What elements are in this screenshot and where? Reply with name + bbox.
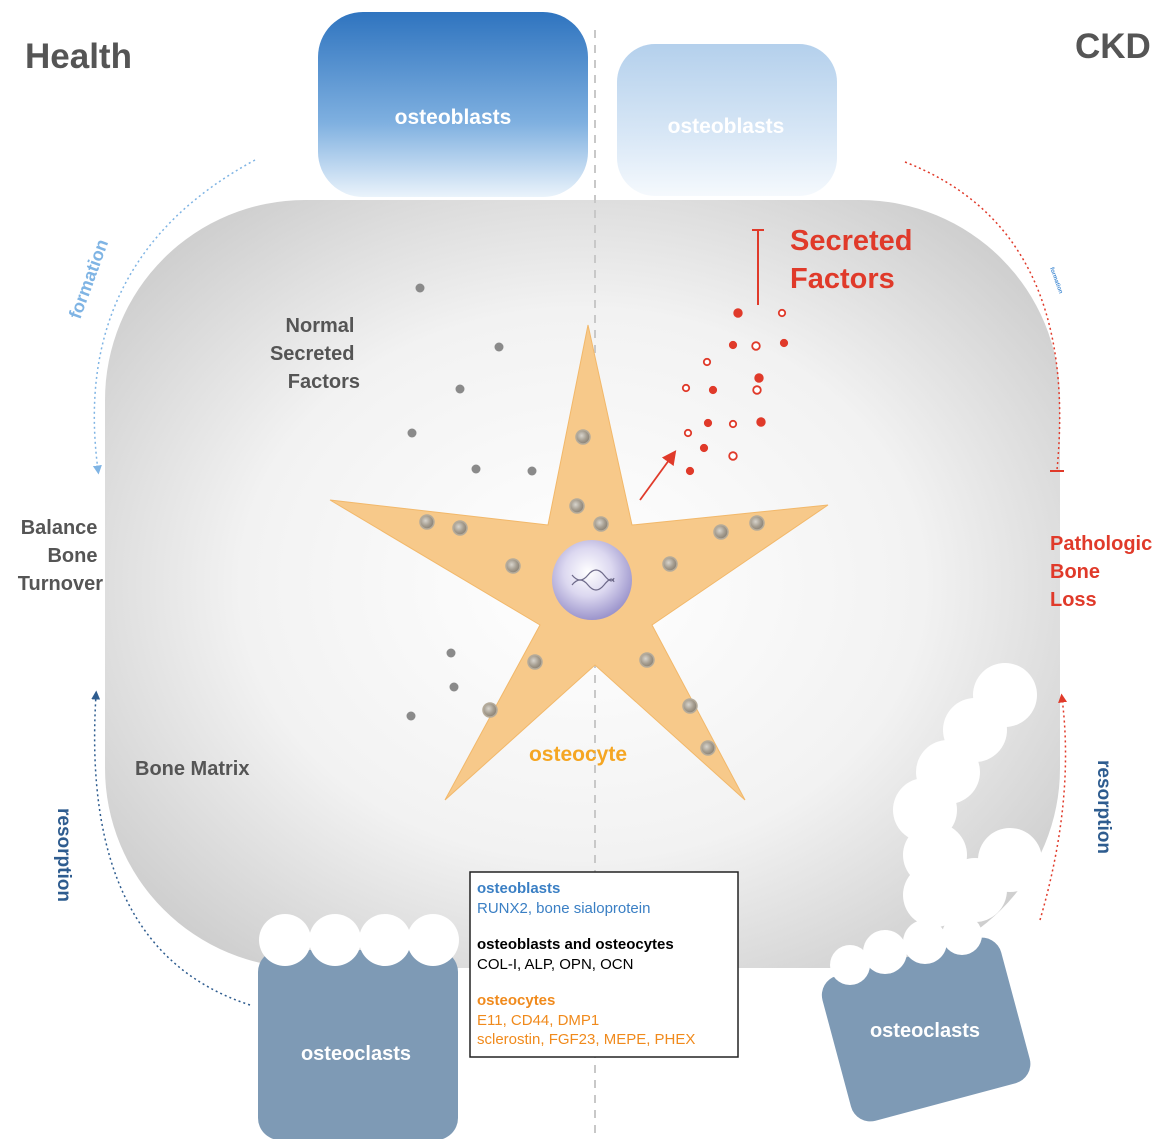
vesicle: [482, 702, 498, 718]
osteoblasts-right-label: osteoblasts: [668, 115, 785, 138]
resorption-pits: [893, 663, 1042, 927]
secreted-factors-label: Secreted Factors: [790, 225, 921, 295]
legend-group-title: osteoblasts and osteocytes: [477, 936, 674, 953]
vesicle: [749, 515, 765, 531]
resorption-arrow-right: [1039, 693, 1068, 921]
osteocyte-label: osteocyte: [529, 743, 627, 766]
vesicle: [713, 524, 729, 540]
vesicle: [682, 698, 698, 714]
secretion-arrow: [639, 450, 677, 501]
balance-label: Balance Bone Turnover: [18, 517, 103, 595]
ckd-factor-dot: [708, 385, 718, 395]
legend-group-line: RUNX2, bone sialoprotein: [477, 900, 650, 917]
osteoclast-left-bumps: [259, 914, 459, 966]
osteocyte-nucleus: [552, 540, 632, 620]
vesicle: [700, 740, 716, 756]
vesicle: [505, 558, 521, 574]
vesicle: [419, 514, 435, 530]
vesicle: [452, 520, 468, 536]
formation-arrow-left: [92, 159, 256, 475]
dna-icon: [571, 569, 615, 591]
resorption-label-left: resorption: [53, 808, 74, 902]
normal-factor-dot: [455, 384, 465, 394]
secreted-line-1: Secreted: [790, 225, 913, 257]
ckd-factor-dots: [681, 308, 789, 476]
bone-matrix-label: Bone Matrix: [135, 758, 249, 780]
vesicle: [662, 556, 678, 572]
legend-group-line: COL-I, ALP, OPN, OCN: [477, 956, 633, 973]
pathologic-line-1: Pathologic: [1050, 533, 1152, 555]
normal-factor-dot: [527, 466, 537, 476]
pathologic-label: Pathologic Bone Loss: [1050, 533, 1158, 611]
normal-factor-dot: [494, 342, 504, 352]
ckd-factor-dot: [779, 338, 789, 348]
osteocyte-vesicles: [419, 429, 765, 756]
osteoclasts-right-cell: [821, 937, 1031, 1122]
vesicle: [639, 652, 655, 668]
vesicle: [593, 516, 609, 532]
normal-line-3: Factors: [288, 371, 360, 393]
ckd-factor-dot: [751, 341, 761, 351]
osteoblasts-left-cell: [318, 12, 588, 197]
ckd-factor-dot: [703, 418, 713, 428]
ckd-factor-dot: [754, 373, 764, 383]
ckd-factor-dot: [728, 451, 738, 461]
resorption-arrow-left: [91, 690, 251, 1006]
formation-inhibit-arrow-right: [904, 161, 1061, 471]
osteoblasts-left-label: osteoblasts: [395, 106, 512, 129]
normal-factor-dot: [415, 283, 425, 293]
normal-factor-dots: [406, 283, 537, 721]
pathologic-line-2: Bone: [1050, 561, 1100, 583]
normal-factor-dot: [406, 711, 416, 721]
ckd-factor-dot: [685, 466, 695, 476]
ckd-factor-dot: [728, 340, 738, 350]
normal-factor-dot: [446, 648, 456, 658]
legend-group-line: sclerostin, FGF23, MEPE, PHEX: [477, 1031, 695, 1048]
vesicle: [575, 429, 591, 445]
legend-group-title: osteoblasts: [477, 880, 560, 897]
secreted-line-2: Factors: [790, 263, 895, 295]
ckd-factor-dot: [699, 443, 709, 453]
normal-factor-dot: [407, 428, 417, 438]
vesicle: [569, 498, 585, 514]
ckd-factor-dot: [756, 417, 766, 427]
normal-factor-dot: [471, 464, 481, 474]
ckd-factor-dot: [683, 428, 693, 438]
normal-line-2: Secreted: [270, 343, 355, 365]
ckd-factor-dot: [777, 308, 787, 318]
osteoclasts-right-label: osteoclasts: [870, 1020, 980, 1042]
ckd-factor-dot: [752, 385, 762, 395]
legend-group-title: osteocytes: [477, 992, 555, 1009]
normal-line-1: Normal: [286, 315, 355, 337]
health-header: Health: [25, 37, 132, 76]
osteoclast-right-bumps: [830, 915, 982, 985]
legend-group-line: E11, CD44, DMP1: [477, 1012, 599, 1029]
ckd-factor-dot: [733, 308, 743, 318]
formation-label-left: formation: [65, 237, 112, 322]
balance-line-1: Balance: [21, 517, 98, 539]
ckd-factor-dot: [702, 357, 712, 367]
osteoclasts-left-cell: [258, 950, 458, 1139]
ckd-factor-dot: [728, 419, 738, 429]
osteoblasts-right-cell: [617, 44, 837, 196]
formation-label-right: formation: [1048, 267, 1063, 295]
marker-legend-box: [469, 871, 739, 1058]
resorption-label-right: resorption: [1093, 760, 1114, 854]
vesicle: [527, 654, 543, 670]
balance-line-3: Turnover: [18, 573, 103, 595]
osteoclasts-left-label: osteoclasts: [301, 1043, 411, 1065]
balance-line-2: Bone: [47, 545, 97, 567]
normal-factor-dot: [449, 682, 459, 692]
normal-secreted-label: Normal Secreted Factors: [270, 315, 360, 393]
pathologic-line-3: Loss: [1050, 589, 1097, 611]
ckd-header: CKD: [1075, 27, 1151, 66]
ckd-factor-dot: [681, 383, 691, 393]
